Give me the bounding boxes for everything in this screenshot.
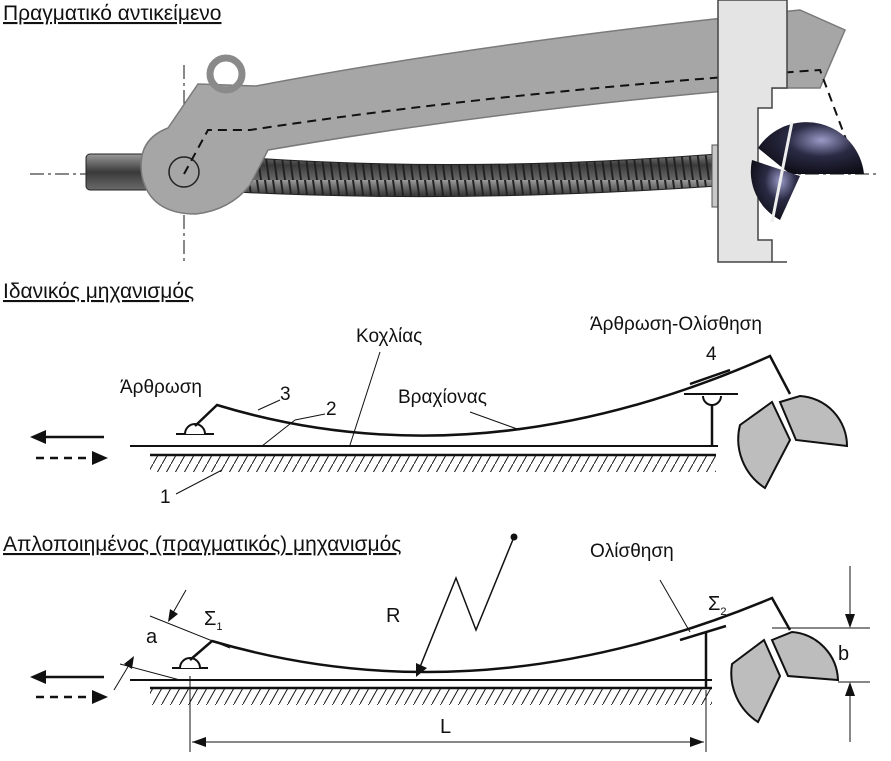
slider-pin — [702, 395, 722, 406]
ball-lower — [750, 160, 800, 220]
a-arrow-bottom-head — [124, 656, 134, 669]
slider-4 — [689, 368, 731, 386]
label-sigma2: Σ2 — [708, 593, 727, 618]
L-arrow-left — [192, 737, 206, 747]
radius-center-dot — [510, 533, 518, 541]
real-object-title: Πραγματικό αντικείμενο — [3, 2, 221, 25]
ideal-jaw-left — [737, 400, 792, 490]
simplified-mechanism-title: Απλοποιημένος (πραγματικός) μηχανισμός — [3, 533, 401, 556]
leader-screw — [349, 351, 381, 446]
label-b: b — [838, 643, 849, 665]
label-joint: Άρθρωση — [120, 377, 202, 398]
label-sigma1: Σ1 — [204, 608, 223, 633]
label-1: 1 — [160, 487, 171, 508]
real-object-drawing — [30, 0, 880, 263]
b-arrow-bottom-head — [845, 682, 855, 696]
label-2: 2 — [326, 399, 337, 420]
a-arrow-top-head — [168, 609, 178, 622]
ideal-mechanism-drawing: Άρθρωση Κοχλίας Βραχίονας Άρθρωση-Ολίσθη… — [30, 314, 849, 508]
simplified-mechanism-drawing: a Σ1 R Ολίσθηση Σ2 b L — [30, 533, 870, 752]
label-arm: Βραχίονας — [398, 387, 487, 408]
ideal-jaw-right — [778, 394, 849, 448]
simplified-jaw-right — [770, 630, 840, 682]
ideal-mechanism-title: Ιδανικός μηχανισμός — [3, 280, 194, 303]
ball-upper — [758, 122, 864, 174]
leader-3 — [257, 399, 281, 411]
leader-2 — [294, 413, 326, 421]
label-a: a — [146, 626, 158, 648]
simplified-arm — [189, 596, 792, 674]
leader-1 — [175, 469, 223, 495]
arrow-right-head-2 — [92, 690, 108, 704]
arrow-left-head-2 — [30, 670, 46, 684]
b-arrow-top-head — [845, 614, 855, 628]
arrow-right-head — [92, 451, 108, 465]
a-ext-top — [149, 615, 231, 649]
leader-2b — [261, 419, 296, 447]
joint-pin — [184, 423, 206, 435]
label-joint-slide: Άρθρωση-Ολίσθηση — [590, 314, 762, 335]
arm-ring — [206, 54, 246, 94]
leader-slide — [659, 579, 691, 633]
label-R: R — [386, 605, 400, 627]
radius-zigzag — [417, 536, 515, 673]
joint-pin-2 — [179, 657, 201, 669]
arrow-left-head — [30, 430, 46, 444]
arm-body — [140, 9, 846, 215]
label-L: L — [440, 716, 451, 738]
ideal-arm — [194, 354, 792, 437]
simplified-jaw-left — [730, 638, 782, 724]
radius-arrow-head — [416, 663, 427, 677]
label-screw: Κοχλίας — [356, 326, 422, 347]
slider-sigma2 — [679, 624, 727, 642]
threaded-screw — [199, 153, 719, 198]
label-4: 4 — [706, 344, 717, 365]
label-slide: Ολίσθηση — [590, 541, 674, 562]
pivot-circle — [168, 156, 200, 188]
L-arrow-right — [690, 737, 704, 747]
leader-arm — [469, 411, 521, 431]
label-3: 3 — [280, 384, 291, 405]
ground-hatch-2 — [150, 689, 712, 705]
ground-hatch — [150, 456, 716, 472]
ball-split — [770, 121, 794, 223]
